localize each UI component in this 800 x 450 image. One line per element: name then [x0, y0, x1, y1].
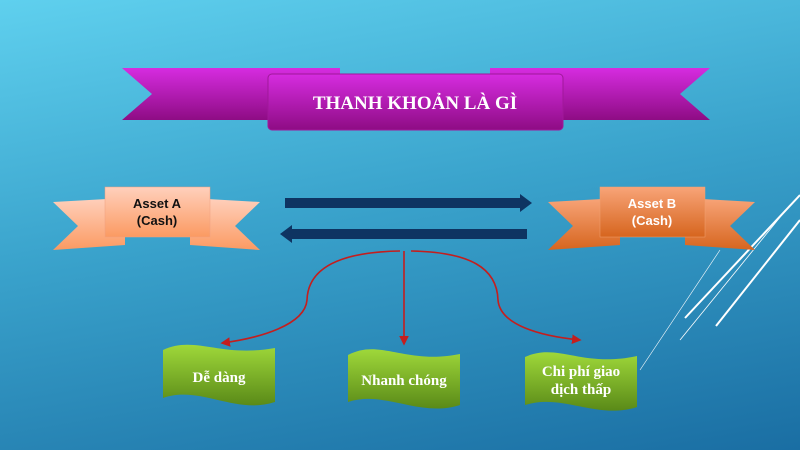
connectors	[220, 250, 582, 347]
asset-b-ribbon: Asset B (Cash)	[548, 186, 755, 250]
benefit-label-line2: dịch thấp	[551, 382, 611, 398]
benefit-label: Nhanh chóng	[361, 373, 447, 389]
asset-b-label: Asset B	[628, 196, 676, 211]
benefit-low-cost: Chi phí giao dịch thấp	[525, 352, 637, 411]
benefit-label: Chi phí giao	[542, 364, 620, 380]
benefit-fast: Nhanh chóng	[348, 349, 460, 409]
asset-a-label: Asset A	[133, 196, 182, 211]
benefit-easy: Dễ dàng	[163, 344, 275, 406]
asset-a-ribbon: Asset A (Cash)	[53, 186, 260, 250]
decorative-lines	[639, 194, 800, 371]
benefit-label: Dễ dàng	[193, 370, 246, 386]
asset-a-sublabel: (Cash)	[137, 213, 177, 228]
asset-b-sublabel: (Cash)	[632, 213, 672, 228]
title-ribbon: THANH KHOẢN LÀ GÌ	[122, 68, 710, 131]
arrow-left-icon	[280, 225, 527, 243]
arrow-right-icon	[285, 194, 532, 212]
title-text: THANH KHOẢN LÀ GÌ	[313, 92, 517, 114]
